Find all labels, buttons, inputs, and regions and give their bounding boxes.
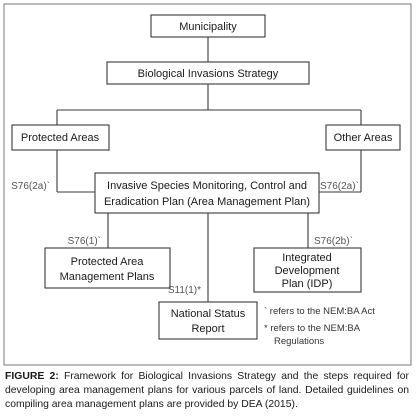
- plan-label-line-1: Invasive Species Monitoring, Control and: [107, 180, 307, 192]
- idp-label-line-2: Development: [275, 265, 340, 277]
- node-integrated-development-plan: Integrated Development Plan (IDP): [253, 247, 362, 293]
- edge-label-s11-1: S11(1)*: [168, 285, 201, 296]
- plan-label-line-2: Eradication Plan (Area Management Plan): [104, 196, 310, 208]
- legend-asterisk-note-line-2: Regulations: [274, 336, 324, 347]
- edge-label-s76-1: S76(1)`: [68, 235, 101, 247]
- figure-caption-text: Framework for Biological Invasions Strat…: [5, 371, 409, 411]
- legend-backtick-note: ` refers to the NEM:BA Act: [264, 306, 375, 317]
- node-area-management-plan: Invasive Species Monitoring, Control and…: [94, 172, 320, 214]
- strategy-label: Biological Invasions Strategy: [138, 68, 279, 80]
- pa-plans-label-line-1: Protected Area: [71, 256, 145, 268]
- edge-label-s76-2a-right: S76(2a)`: [320, 180, 359, 192]
- node-biological-invasions-strategy: Biological Invasions Strategy: [106, 61, 310, 85]
- figure-frame: [3, 3, 412, 366]
- idp-label-line-3: Plan (IDP): [282, 278, 333, 290]
- other-areas-label: Other Areas: [334, 132, 393, 144]
- protected-areas-label: Protected Areas: [21, 132, 100, 144]
- figure-caption: FIGURE 2: Framework for Biological Invas…: [5, 370, 409, 413]
- connectors: [56, 37, 362, 302]
- pa-plans-label-line-2: Management Plans: [60, 271, 155, 283]
- node-other-areas: Other Areas: [325, 124, 401, 151]
- edge-label-s76-2b: S76(2b)`: [314, 235, 353, 247]
- national-report-label-line-2: Report: [191, 323, 224, 335]
- node-national-status-report: National Status Report: [158, 301, 258, 340]
- figure-caption-label: FIGURE 2:: [5, 371, 59, 382]
- legend-asterisk-note-line-1: * refers to the NEM:BA: [264, 323, 361, 334]
- national-report-label-line-1: National Status: [171, 308, 246, 320]
- node-municipality: Municipality: [150, 14, 266, 38]
- municipality-label: Municipality: [179, 21, 237, 33]
- edge-label-s76-2a-left: S76(2a)`: [11, 180, 50, 192]
- node-protected-area-management-plans: Protected Area Management Plans: [44, 247, 171, 289]
- node-protected-areas: Protected Areas: [11, 124, 110, 151]
- idp-label-line-1: Integrated: [282, 252, 332, 264]
